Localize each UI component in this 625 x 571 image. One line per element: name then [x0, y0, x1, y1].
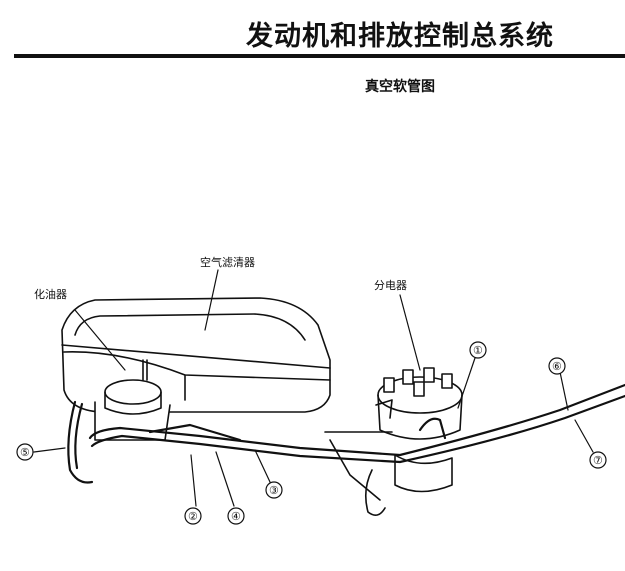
vacuum-hoses: [67, 383, 625, 484]
callout-2: ②: [188, 510, 198, 523]
distributor-body: [324, 367, 463, 516]
distributor-label: 分电器: [374, 279, 407, 292]
callout-1: ①: [473, 344, 483, 357]
title-divider: [14, 54, 625, 58]
callout-6: ⑥: [552, 360, 562, 373]
carburetor-label: 化油器: [34, 287, 67, 301]
callout-4: ④: [231, 510, 241, 523]
diagram-subtitle: 真空软管图: [365, 79, 435, 95]
leader-lines: [33, 269, 594, 507]
page-title: 发动机和排放控制总系统: [246, 21, 554, 52]
air-cleaner-label: 空气滤清器: [200, 255, 255, 269]
air-cleaner-housing: [61, 297, 331, 413]
callout-3: ③: [269, 484, 279, 497]
callout-circles: [16, 341, 607, 525]
callout-7: ⑦: [593, 454, 603, 467]
callout-5: ⑤: [20, 446, 30, 459]
